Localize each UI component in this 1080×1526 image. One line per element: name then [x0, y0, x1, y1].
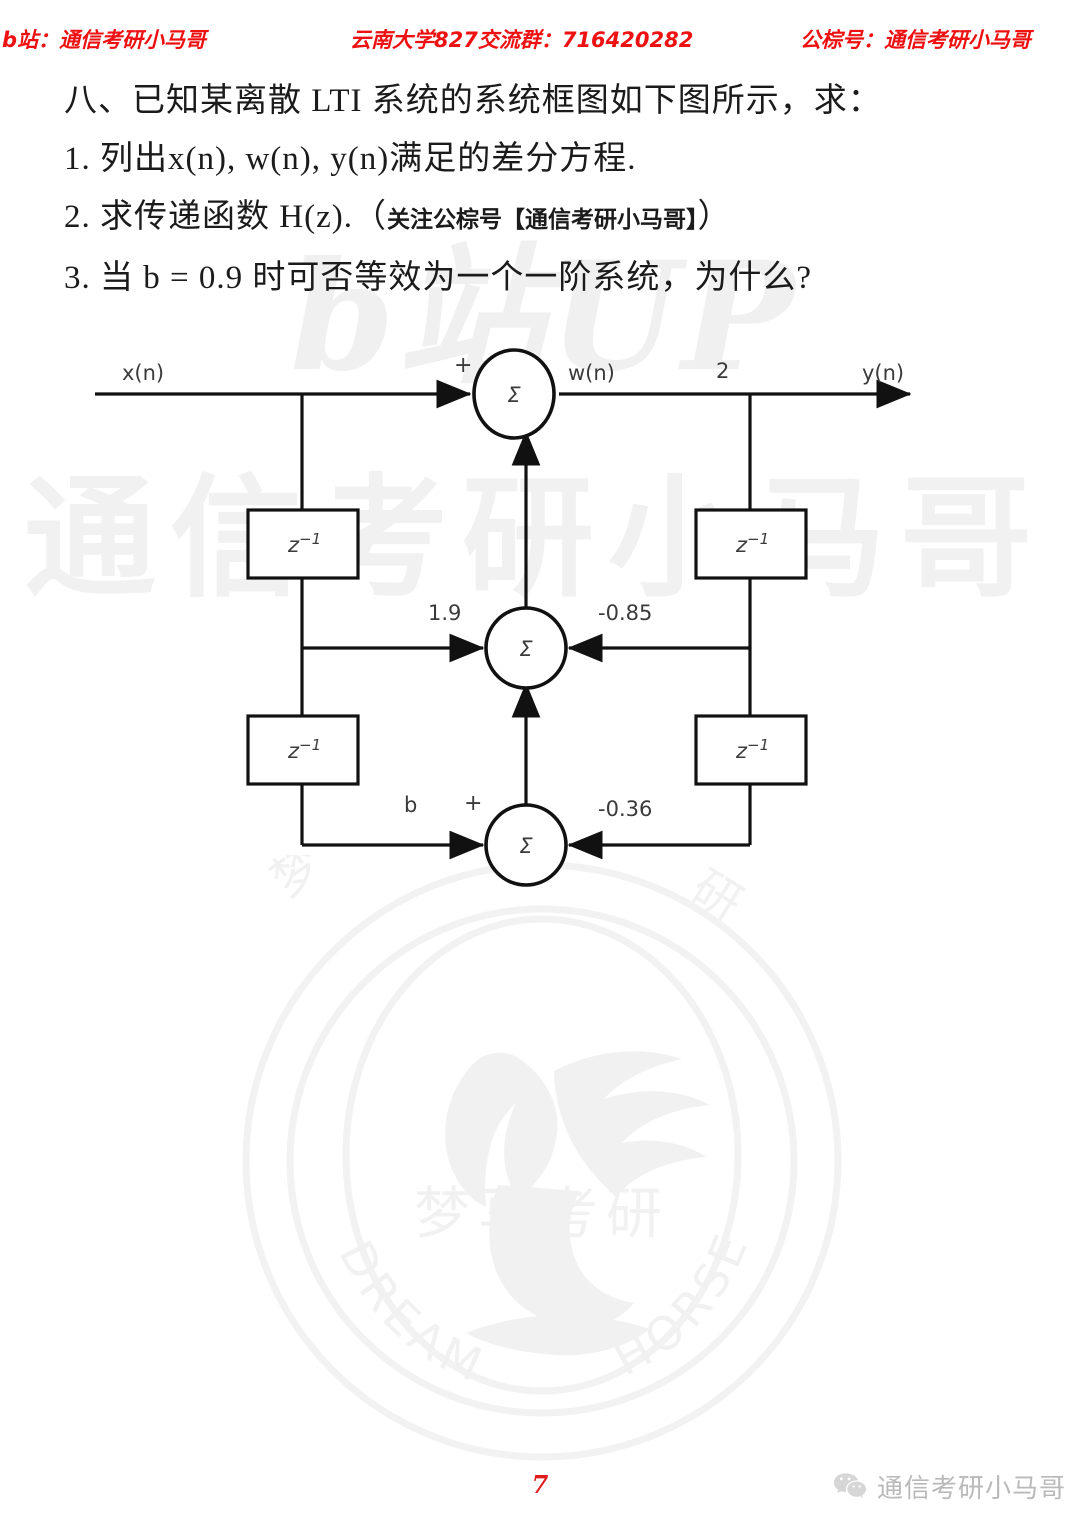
- diagram-labels: x(n) w(n) 2 y(n) + + 1.9 -0.85 b -0.36: [122, 353, 904, 821]
- summer-top-symbol: Σ: [507, 383, 521, 407]
- label-bottom-sum-plus: +: [464, 791, 482, 816]
- question-item-2-main: 2. 求传递函数 H(z).（: [64, 199, 387, 235]
- label-coef-b: b: [404, 793, 417, 817]
- summer-middle: [484, 606, 568, 690]
- header-bilibili-text: b站：通信考研小马哥: [2, 28, 207, 52]
- label-top-sum-plus: +: [454, 353, 472, 378]
- label-coef-1-9: 1.9: [428, 601, 461, 625]
- summer-middle-symbol: Σ: [519, 637, 533, 661]
- label-output-yn: y(n): [862, 361, 904, 385]
- delay-block-top-left: [246, 508, 360, 580]
- delay-block-bottom-right: [694, 714, 808, 786]
- question-item-2-note: 关注公棕号【通信考研小马哥】: [386, 207, 698, 232]
- wechat-icon: [833, 1472, 867, 1498]
- delay-block-top-right: [694, 508, 808, 580]
- question-item-2: 2. 求传递函数 H(z).（关注公棕号【通信考研小马哥】）: [64, 188, 1024, 249]
- delay-block-bottom-left: [246, 714, 360, 786]
- page-header: b站：通信考研小马哥 云南大学827交流群：716420282 公棕号：通信考研…: [0, 24, 1080, 60]
- header-qqgroup-text: 云南大学827交流群：716420282: [350, 28, 694, 52]
- wechat-account-name: 通信考研小马哥: [876, 1474, 1066, 1504]
- wechat-footer-tag: 通信考研小马哥: [833, 1468, 1066, 1505]
- label-input-xn: x(n): [122, 361, 164, 385]
- delay-blocks: z−1 z−1 z−1 z−1: [246, 508, 808, 786]
- question-item-1: 1. 列出x(n), w(n), y(n)满足的差分方程.: [64, 141, 637, 177]
- summer-bottom-symbol: Σ: [519, 834, 533, 858]
- label-coef-neg-0-85: -0.85: [598, 601, 652, 625]
- summer-top: [472, 348, 556, 440]
- header-wechat-text: 公棕号：通信考研小马哥: [800, 28, 1031, 52]
- question-item-2-tail: ）: [697, 199, 732, 235]
- diagram-wires: [95, 379, 912, 860]
- label-intermediate-wn: w(n): [568, 361, 615, 385]
- summing-junctions: Σ Σ Σ: [472, 348, 568, 887]
- label-output-gain: 2: [716, 359, 729, 383]
- question-item-3: 3. 当 b = 0.9 时可否等效为一个一阶系统，为什么?: [64, 260, 813, 296]
- label-coef-neg-0-36: -0.36: [598, 797, 652, 821]
- question-stem: 八、已知某离散 LTI 系统的系统框图如下图所示，求：: [64, 83, 882, 119]
- question-block: 八、已知某离散 LTI 系统的系统框图如下图所示，求： 1. 列出x(n), w…: [64, 72, 1024, 307]
- page-number: 7: [531, 1470, 549, 1499]
